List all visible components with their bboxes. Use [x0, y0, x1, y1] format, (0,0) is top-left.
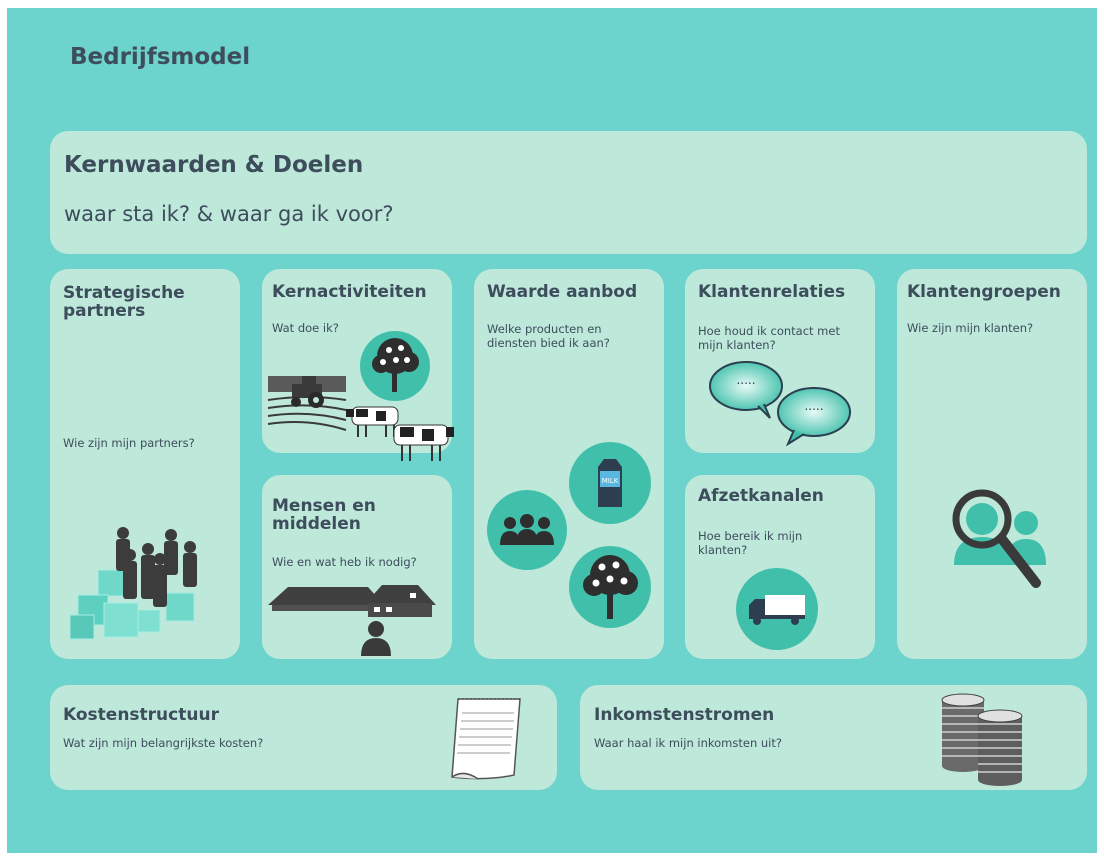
people-group-icon: [487, 490, 567, 570]
resources-card: [262, 475, 452, 659]
channels-title: Afzetkanalen: [698, 486, 824, 506]
core-values-title: Kernwaarden & Doelen: [64, 152, 364, 178]
core-values-card: [50, 131, 1087, 254]
resources-title: Mensen en middelen: [272, 496, 376, 534]
relations-question: Hoe houd ik contact met mijn klanten?: [698, 324, 840, 352]
bubble-dots-1: .....: [736, 373, 755, 387]
revenue-question: Waar haal ik mijn inkomsten uit?: [594, 736, 782, 750]
magnifier-person-icon: [952, 489, 1046, 588]
costs-question: Wat zijn mijn belangrijkste kosten?: [63, 736, 264, 750]
costs-title: Kostenstructuur: [63, 705, 219, 725]
resources-question: Wie en wat heb ik nodig?: [272, 555, 417, 569]
value-title: Waarde aanbod: [487, 282, 638, 302]
value-question: Welke producten en diensten bied ik aan?: [487, 322, 610, 350]
truck-icon: [736, 568, 818, 650]
speech-bubbles-icon: ..... .....: [709, 361, 851, 447]
activities-title: Kernactiviteiten: [272, 282, 427, 302]
channels-question: Hoe bereik ik mijn klanten?: [698, 529, 803, 557]
group-on-cubes-icon: [69, 527, 197, 640]
activities-question: Wat doe ik?: [272, 321, 339, 335]
revenue-title: Inkomstenstromen: [594, 705, 775, 725]
farm-buildings-icon: [268, 585, 436, 617]
segments-card: [897, 269, 1087, 659]
segments-question: Wie zijn mijn klanten?: [907, 321, 1034, 335]
page-title: Bedrijfsmodel: [70, 44, 251, 70]
milk-label: MILK: [602, 477, 619, 485]
cows-icon: [346, 406, 454, 461]
tree-icon: [569, 546, 651, 628]
relations-title: Klantenrelaties: [698, 282, 846, 302]
tractor-field-icon: [267, 376, 347, 431]
partners-question: Wie zijn mijn partners?: [63, 436, 195, 450]
notepad-icon: [451, 698, 521, 780]
coin-stacks-icon: [941, 693, 1023, 786]
tree-icon: [360, 331, 430, 401]
person-icon: [361, 621, 391, 656]
core-values-subtitle: waar sta ik? & waar ga ik voor?: [64, 202, 394, 226]
partners-title: Strategische partners: [63, 283, 185, 321]
milk-carton-icon: MILK: [569, 442, 651, 524]
bubble-dots-2: .....: [804, 399, 823, 413]
segments-title: Klantengroepen: [907, 282, 1061, 302]
